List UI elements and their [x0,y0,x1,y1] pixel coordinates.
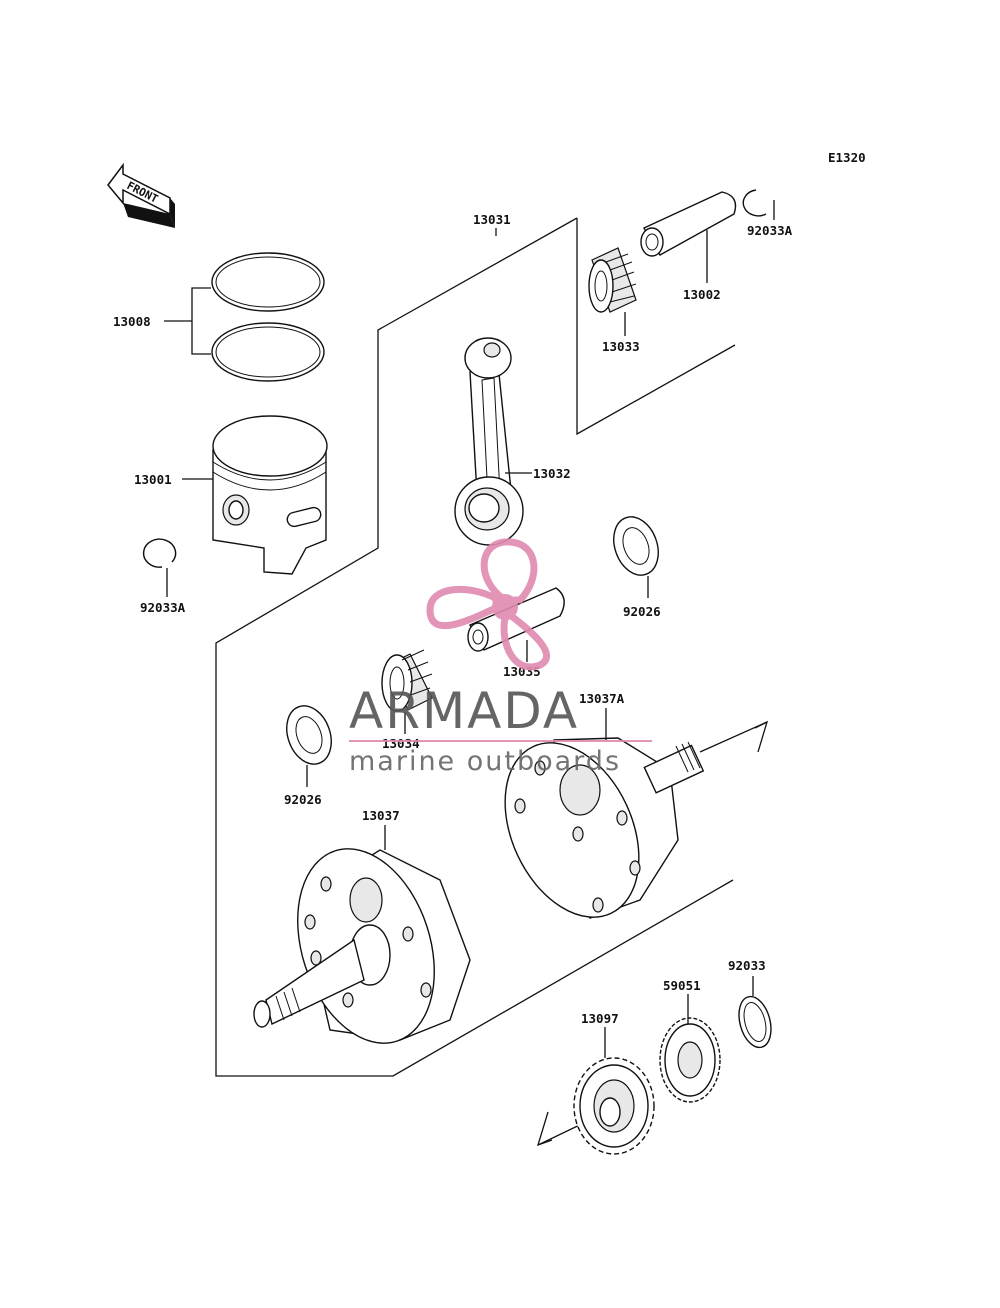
piston-rings [211,252,325,382]
propeller-logo-icon [426,538,550,671]
propeller-hub-icon [492,594,518,620]
watermark-tagline: marine outboards [349,746,621,777]
label-13002: 13002 [683,287,721,302]
front-arrow-icon: FRONT [107,162,175,228]
piston-pin [640,191,737,257]
label-59051: 59051 [663,978,701,993]
thrust-washer-left [286,705,332,765]
connecting-rod [454,337,524,546]
label-13008: 13008 [113,314,151,329]
crankshaft-half-left [253,848,471,1044]
label-92033: 92033 [728,958,766,973]
crankshaft-half-right [504,720,769,919]
label-13037a: 13037A [579,691,625,706]
label-13032: 13032 [533,466,571,481]
label-92033a-left: 92033A [140,600,186,615]
circlip-92033 [738,995,772,1049]
circlip-left [142,538,177,568]
gear-59051 [659,1017,721,1103]
label-13033: 13033 [602,339,640,354]
watermark: ARMADA marine outboards [349,538,652,777]
label-92033a-right: 92033A [747,223,793,238]
watermark-brand: ARMADA [349,682,579,740]
label-13001: 13001 [134,472,172,487]
circlip-right [742,189,767,217]
piston [212,415,328,575]
label-13037: 13037 [362,808,400,823]
thrust-washer-right [613,516,659,576]
needle-bearing-small [588,247,637,313]
label-13097: 13097 [581,1011,619,1026]
label-13034: 13034 [382,736,420,751]
diagram-code: E1320 [828,150,866,165]
gear-13097 [537,1057,655,1155]
needle-bearing-big [381,649,433,712]
assembly-frame [215,217,736,1077]
label-13031: 13031 [473,212,511,227]
label-92026-left: 92026 [284,792,322,807]
label-92026-right: 92026 [623,604,661,619]
front-label: FRONT [125,179,161,206]
